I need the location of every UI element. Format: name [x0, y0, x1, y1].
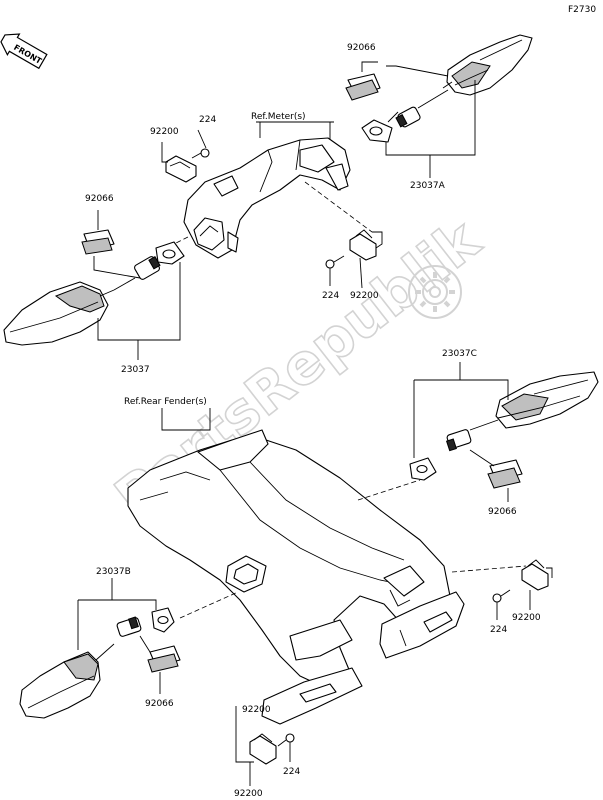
callout-92066-upper-right: 92066	[347, 43, 376, 53]
cover-lower-left	[147, 645, 181, 673]
screw-meter-bracket	[325, 255, 345, 269]
turn-signal-upper-right	[395, 34, 533, 128]
turn-signal-lower-right	[445, 371, 599, 452]
callout-92200-bottom: 92200	[234, 789, 263, 799]
turn-signal-upper-left	[3, 255, 161, 346]
screw-upper-center	[191, 148, 210, 159]
ref-rear-fender: Ref.Rear Fender(s)	[124, 397, 207, 407]
meter-bracket	[183, 137, 351, 259]
screw-lower-right	[492, 589, 511, 603]
callout-92200-meter: 92200	[350, 291, 379, 301]
clip-meter-bracket	[349, 229, 377, 261]
callout-23037: 23037	[121, 365, 150, 375]
cover-upper-right	[345, 73, 381, 101]
gasket-upper-right	[361, 119, 393, 143]
callout-92066-lower-right: 92066	[488, 507, 517, 517]
clip-upper-center	[165, 155, 197, 183]
callout-23037c: 23037C	[442, 349, 477, 359]
ref-meter: Ref.Meter(s)	[251, 112, 306, 122]
cover-upper-left	[81, 229, 115, 255]
rear-fender	[127, 429, 465, 725]
figure-code: F2730	[568, 5, 596, 15]
callout-92200-upper-center: 92200	[150, 127, 179, 137]
gear-icon	[408, 265, 462, 319]
callout-23037a: 23037A	[410, 181, 446, 191]
callout-92200-fender: 92200	[242, 705, 271, 715]
screw-lower-bottom	[277, 733, 295, 747]
callout-23037b: 23037B	[96, 567, 131, 577]
cover-lower-right	[487, 459, 523, 489]
gasket-lower-right	[409, 457, 437, 481]
callout-224-upper-center: 224	[199, 115, 216, 125]
callout-92200-lower-right: 92200	[512, 613, 541, 623]
callout-92066-upper-left: 92066	[85, 194, 114, 204]
clip-lower-bottom	[249, 733, 277, 765]
front-arrow-icon: FRONT	[0, 33, 48, 70]
callout-224-bottom: 224	[283, 767, 300, 777]
clip-lower-right	[521, 559, 549, 591]
gasket-upper-left	[155, 241, 185, 265]
callout-224-meter: 224	[322, 291, 339, 301]
callout-224-lower-right: 224	[490, 625, 507, 635]
turn-signal-lower-left	[19, 616, 142, 719]
callout-92066-lower-left: 92066	[145, 699, 174, 709]
gasket-lower-left	[151, 607, 175, 633]
